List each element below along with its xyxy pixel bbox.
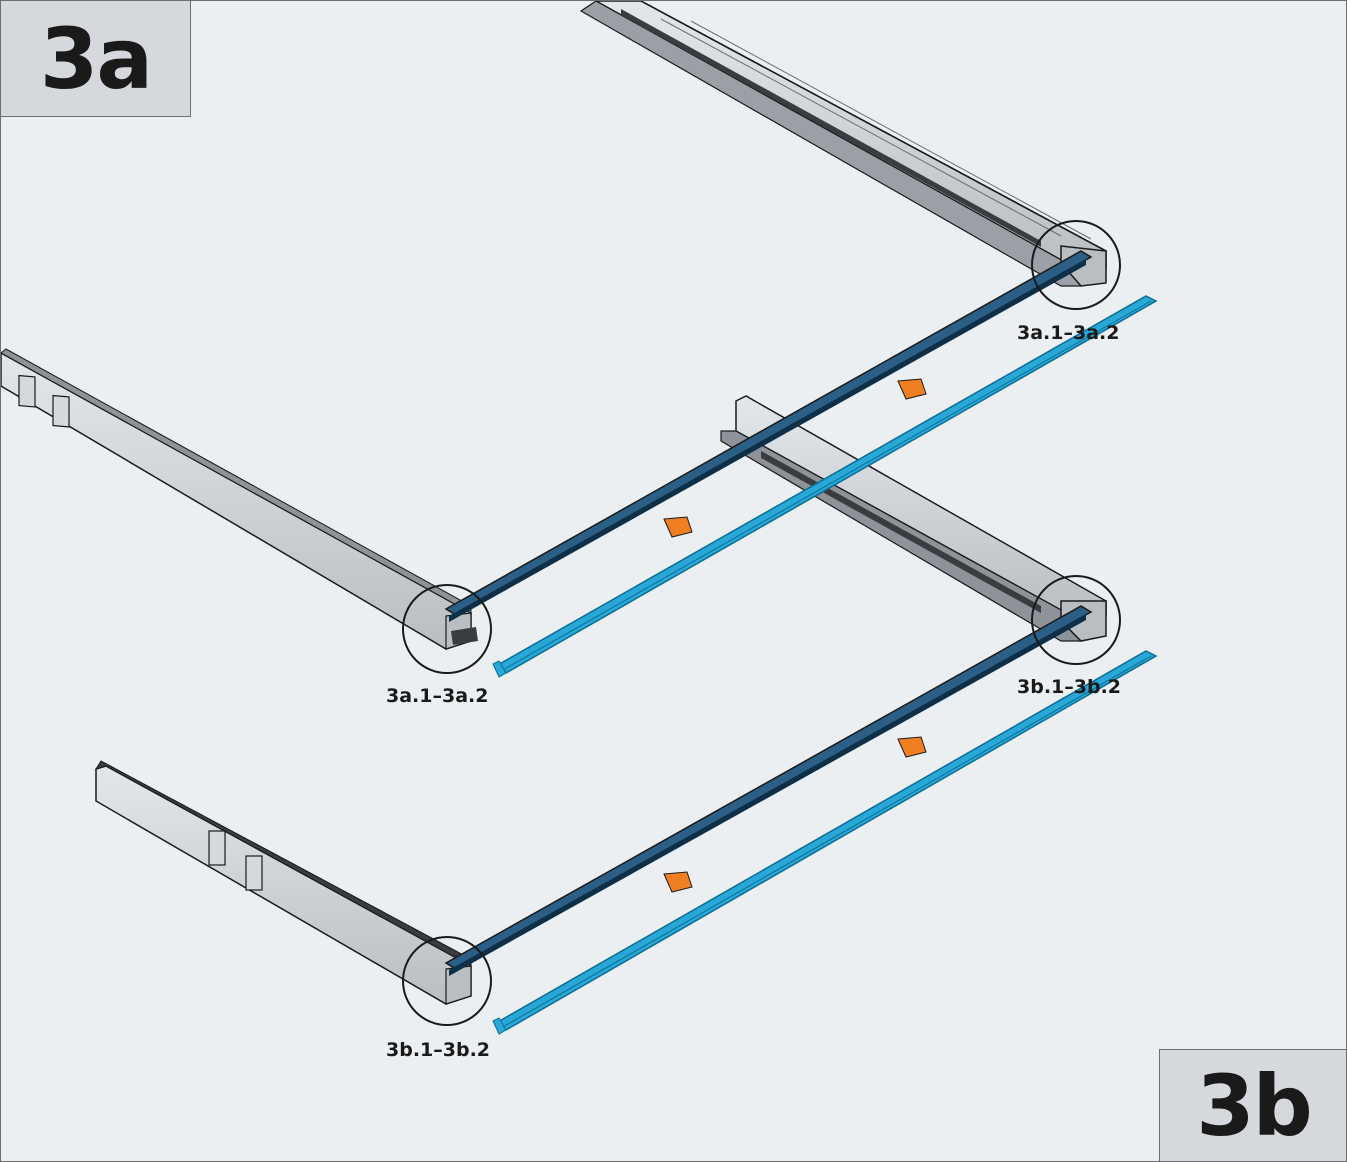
callout-label-top-right: 3a.1–3a.2: [1017, 322, 1120, 344]
loose-slide-3a: [492, 295, 1158, 678]
callout-label-middle-right: 3b.1–3b.2: [1017, 676, 1122, 698]
detail-circle-icon: [402, 936, 492, 1026]
detail-circle-icon: [1031, 220, 1121, 310]
side-rail-left-lower: [94, 760, 472, 1005]
loose-slide-3b: [492, 650, 1158, 1035]
detail-circle-icon: [402, 584, 492, 674]
direction-arrow-icon: [897, 378, 927, 400]
step-badge-3a: 3a: [1, 1, 191, 117]
step-badge-3b: 3b: [1159, 1049, 1346, 1161]
direction-arrow-icon: [663, 516, 693, 538]
installed-slide-3b: [444, 605, 1093, 976]
direction-arrow-icon: [897, 736, 927, 758]
side-rail-left-upper: [1, 348, 478, 650]
callout-label-bottom-left: 3b.1–3b.2: [386, 1039, 491, 1061]
installed-slide-3a: [444, 250, 1093, 622]
detail-circle-icon: [1031, 575, 1121, 665]
back-rail-upper: [579, 1, 1107, 287]
direction-arrow-icon: [663, 871, 693, 893]
callout-label-middle-left: 3a.1–3a.2: [386, 685, 489, 707]
